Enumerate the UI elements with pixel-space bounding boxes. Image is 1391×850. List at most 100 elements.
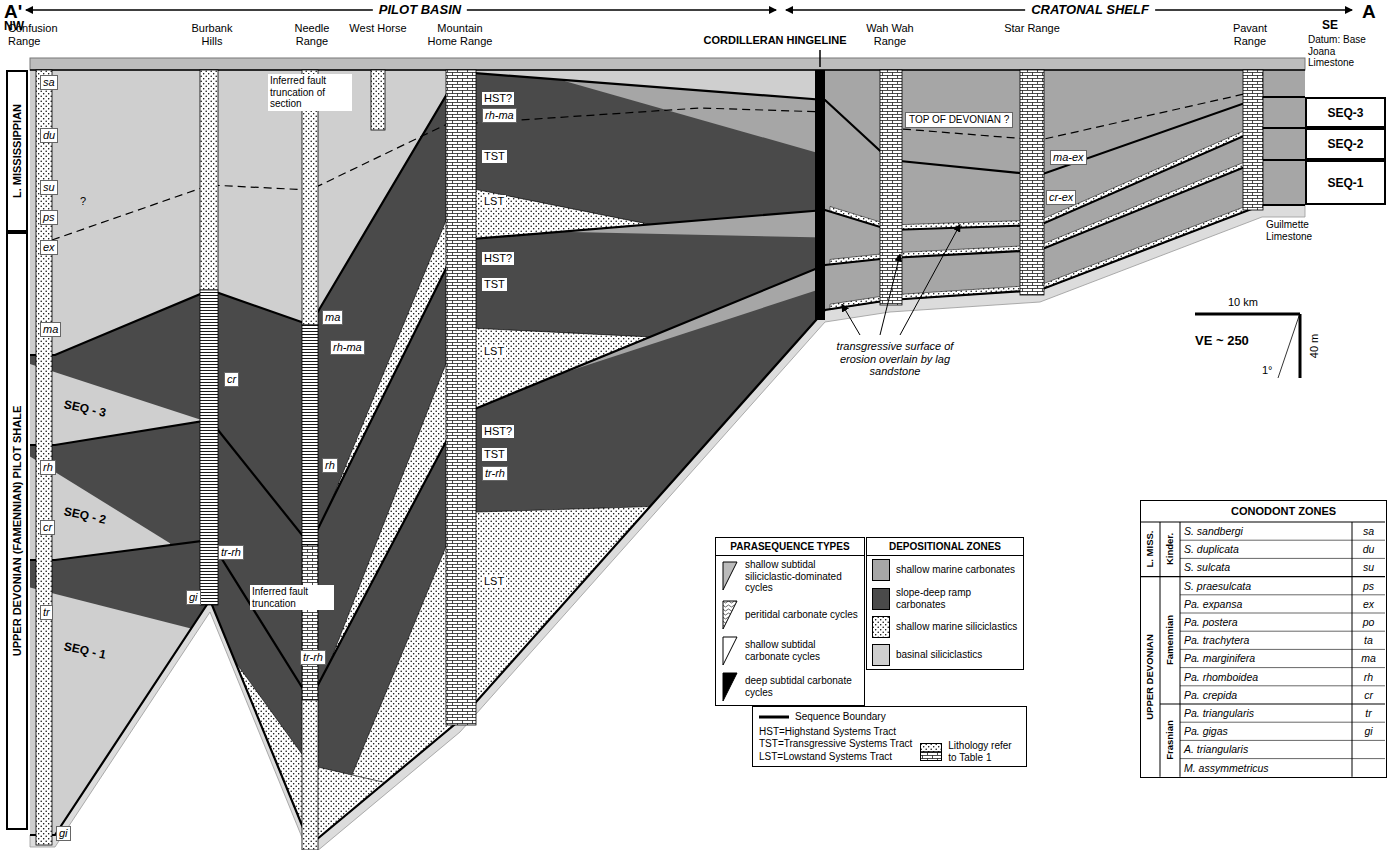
leader-arrow (900, 225, 960, 335)
parasequence-symbol (723, 637, 737, 665)
legend-symbol (721, 636, 739, 666)
zone-tag: tr-rh (218, 545, 244, 560)
table-rule (1180, 758, 1385, 759)
sequence-boundary (30, 72, 1305, 355)
zone-tag: ma-ex (1050, 150, 1087, 165)
legend-symbol (759, 712, 789, 722)
legend-symbol (721, 672, 739, 702)
box-label: UPPER DEVONIAN (FAMENNIAN) PILOT SHALE (11, 406, 23, 657)
exaggeration-label: VE ~ 250 (1195, 334, 1249, 349)
legend-symbol (721, 600, 739, 630)
zone-name: Pa. marginifera (1184, 652, 1255, 664)
basinal-tongue (30, 588, 190, 836)
line-sample (759, 715, 789, 718)
legend-swatch (872, 559, 890, 581)
slope-line (1278, 316, 1299, 378)
stage-name: Kinder. (1165, 533, 1176, 565)
section-column (446, 70, 476, 725)
zone-name: M. assymmetricus (1184, 762, 1269, 774)
locality-name: Needle Range (281, 22, 343, 47)
parasequence-symbol (723, 601, 737, 629)
scale-label: 10 km (1228, 296, 1258, 309)
table-rule (1140, 521, 1385, 522)
zone-code: su (1363, 561, 1374, 573)
legend-symbol (920, 743, 942, 761)
zone-name: S. duplicata (1184, 543, 1239, 555)
legend-text: shallow subtidal siliciclastic-dominated… (745, 559, 859, 594)
leader-arrow (880, 254, 900, 335)
scale-bar (1299, 314, 1302, 378)
hingeline-label: CORDILLERAN HINGELINE (704, 34, 847, 47)
zone-code: rh (1364, 671, 1373, 683)
section-end: A (1362, 1, 1376, 23)
table-rule (1180, 631, 1385, 632)
parasequence-symbol (723, 562, 737, 590)
systems-tract: TST (482, 278, 507, 291)
zone-tag: rh (40, 460, 56, 475)
legend-box: Sequence BoundaryHST=Highstand Systems T… (752, 706, 1027, 767)
legend-text: deep subtidal carbonate cycles (745, 675, 859, 698)
pattern-swatch (921, 743, 942, 752)
box-label: SEQ-3 (1327, 106, 1363, 120)
zone-tag: du (40, 128, 58, 143)
systems-tract: TST (482, 150, 507, 163)
zone-code: cr (1364, 689, 1373, 701)
zone-tag: cr (224, 372, 239, 387)
systems-tract: LST (482, 575, 506, 588)
section-column (1020, 70, 1044, 295)
table-rule (1180, 540, 1385, 541)
locality-name: Mountain Home Range (423, 22, 497, 47)
sequence-label: SEQ - 3 (63, 398, 108, 420)
systems-tract: TST (482, 448, 507, 461)
region-name: CRATONAL SHELF (1025, 3, 1155, 18)
legend-row: shallow marine carbonates (867, 556, 1023, 584)
systems-tract: HST? (482, 425, 514, 438)
section-column (302, 545, 318, 700)
zone-tag: tr-rh (482, 466, 508, 481)
box-label: SEQ-1 (1327, 176, 1363, 190)
zone-name: Pa. crepida (1184, 689, 1237, 701)
section-column (200, 70, 218, 290)
stage-name: Famennian (1165, 615, 1176, 665)
locality-name: Confusion Range (8, 22, 70, 47)
zone-code: po (1363, 616, 1375, 628)
legend-text: shallow marine carbonates (896, 564, 1015, 576)
stage-name: Frasnian (1165, 721, 1176, 761)
sequence-boundary (30, 128, 1305, 545)
section-column (200, 290, 218, 605)
zone-code: tr (1365, 707, 1371, 719)
legend-note: HST=Highstand Systems Tract (759, 726, 912, 739)
sequence-label: SEQ - 1 (63, 640, 108, 662)
zone-name: S. praesulcata (1184, 580, 1251, 592)
formation-name: Guilmette Limestone (1266, 219, 1336, 242)
zone-tag: cr (40, 520, 55, 535)
zone-code: sa (1363, 525, 1374, 537)
table-rule (1180, 649, 1385, 650)
locality-name: Star Range (1001, 22, 1063, 35)
table-rule (1140, 576, 1385, 577)
legend-column: Sequence BoundaryHST=Highstand Systems T… (759, 710, 912, 763)
box-label: PARASEQUENCE TYPES (716, 538, 864, 556)
locality-name: Burbank Hills (181, 22, 243, 47)
zone-tag: su (40, 180, 58, 195)
box-label: DEPOSITIONAL ZONES (867, 538, 1023, 556)
legend-row: shallow subtidal carbonate cycles (716, 633, 864, 669)
zone-table: CONODONT ZONES (1140, 500, 1387, 778)
datum-line (30, 69, 1305, 71)
legend-column: Lithology refer to Table 1 (920, 710, 1020, 763)
sequence-boundary (30, 205, 1305, 845)
top-devonian-dashed (890, 90, 1262, 140)
legend-text: shallow marine siliciclastics (896, 621, 1017, 633)
zone-name: Pa. expansa (1184, 598, 1242, 610)
zone-name: Pa. rhomboidea (1184, 671, 1258, 683)
zone-name: S. sulcata (1184, 561, 1230, 573)
legend-row: shallow marine siliciclastics (867, 613, 1023, 641)
zone-tag: sa (40, 75, 58, 90)
fault-note: Inferred fault truncation (250, 585, 334, 610)
table-rule (1180, 558, 1385, 559)
legend-row: basinal siliciclastics (867, 641, 1023, 669)
systems-tract: LST (482, 195, 506, 208)
section-column (880, 70, 902, 305)
table-rule (1180, 740, 1385, 741)
